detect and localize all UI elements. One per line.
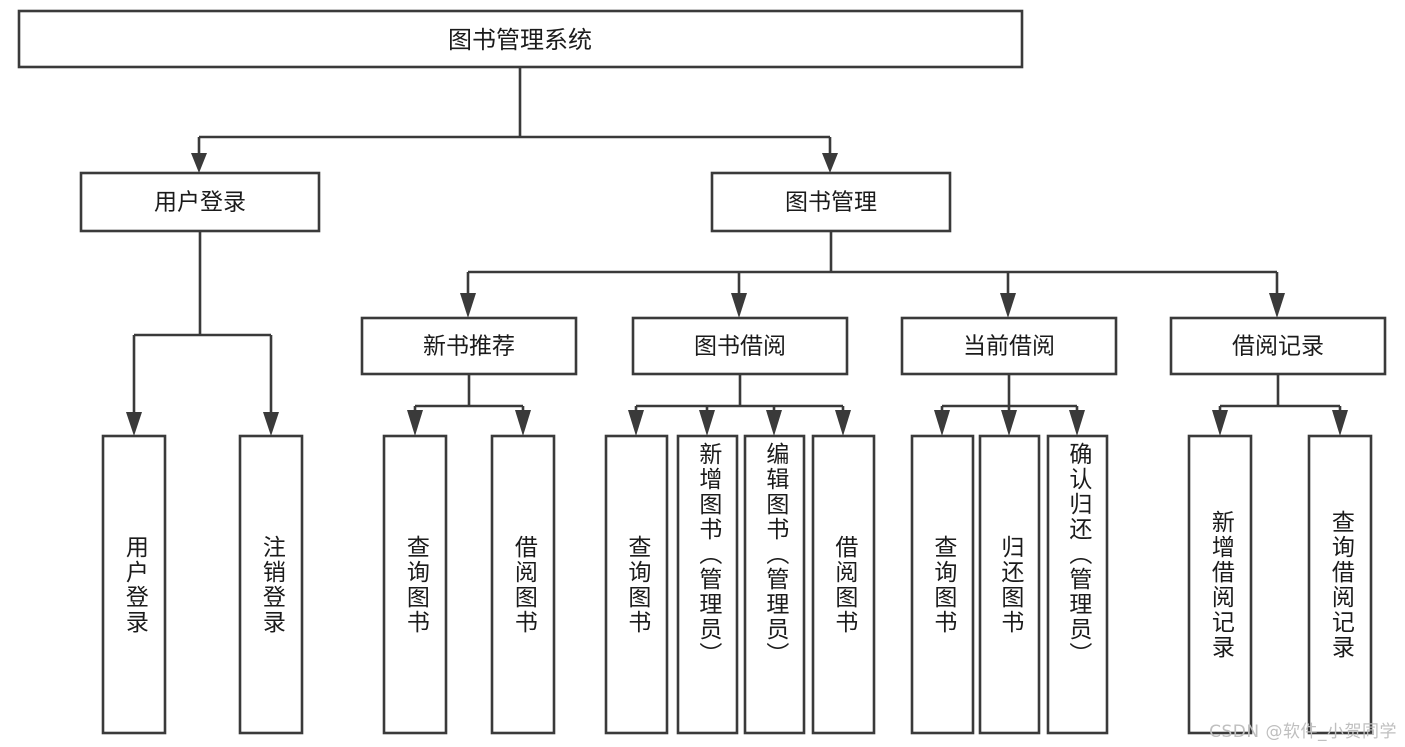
leaf-box-confirm-return-admin[interactable] (1046, 434, 1109, 735)
leaf-box-edit-book-admin[interactable] (743, 434, 806, 735)
node-borrow-records-label: 借阅记录 (1232, 334, 1324, 360)
node-user-login[interactable]: 用户登录 (79, 171, 321, 233)
node-current-borrow-box[interactable] (900, 316, 1118, 376)
leaf-box-return-book[interactable] (978, 434, 1041, 735)
node-borrow-records-box[interactable] (1169, 316, 1387, 376)
node-new-books[interactable]: 新书推荐 (360, 316, 578, 376)
leaf-box-borrow-books-new[interactable] (490, 434, 556, 735)
arrow-book-borrow-leaf-1 (628, 410, 644, 436)
node-root-label: 图书管理系统 (448, 26, 592, 54)
arrow-borrow-records-leaf-2 (1332, 410, 1348, 436)
arrow-current-borrow-leaf-2 (1001, 410, 1017, 436)
arrow-book-borrow-leaf-2 (699, 410, 715, 436)
arrow-root-to-user-login (191, 153, 207, 173)
node-current-borrow[interactable]: 当前借阅 (900, 316, 1118, 376)
arrow-borrow-records-leaf-1 (1212, 410, 1228, 436)
arrow-book-borrow-leaf-4 (835, 410, 851, 436)
node-borrow-records[interactable]: 借阅记录 (1169, 316, 1387, 376)
node-book-management-box[interactable] (710, 171, 952, 233)
csdn-watermark: CSDN @软件_小贺同学 (1209, 722, 1397, 742)
arrow-to-current-borrow (1000, 293, 1016, 318)
arrow-new-books-leaf-2 (515, 410, 531, 436)
arrow-new-books-leaf-1 (407, 410, 423, 436)
arrow-to-leaf-user-login (126, 412, 142, 436)
arrow-to-borrow-records (1269, 293, 1285, 318)
arrow-current-borrow-leaf-1 (934, 410, 950, 436)
leaf-box-query-books-borrow[interactable] (604, 434, 669, 735)
leaf-box-add-borrow-record[interactable] (1187, 434, 1253, 735)
node-book-borrow-label: 图书借阅 (694, 334, 786, 360)
node-book-management-label: 图书管理 (785, 190, 877, 216)
node-book-borrow-box[interactable] (631, 316, 849, 376)
arrow-to-book-borrow (731, 293, 747, 318)
node-root[interactable]: 图书管理系统 (17, 9, 1024, 69)
node-new-books-label: 新书推荐 (423, 334, 515, 360)
node-book-borrow[interactable]: 图书借阅 (631, 316, 849, 376)
arrow-to-new-books (460, 293, 476, 318)
node-current-borrow-label: 当前借阅 (963, 334, 1055, 360)
arrow-root-to-book-mgmt (822, 153, 838, 173)
node-book-management[interactable]: 图书管理 (710, 171, 952, 233)
node-new-books-box[interactable] (360, 316, 578, 376)
leaf-box-borrow-book[interactable] (811, 434, 876, 735)
leaf-box-query-books-new[interactable] (382, 434, 448, 735)
arrow-book-borrow-leaf-3 (766, 410, 782, 436)
node-user-login-label: 用户登录 (154, 190, 246, 216)
leaf-box-add-book-admin[interactable] (676, 434, 739, 735)
arrow-to-leaf-logout (263, 412, 279, 436)
node-root-box[interactable] (17, 9, 1024, 69)
leaf-box-user-login[interactable] (101, 434, 167, 735)
arrow-current-borrow-leaf-3 (1069, 410, 1085, 436)
leaf-box-query-books-current[interactable] (910, 434, 975, 735)
leaf-box-logout[interactable] (238, 434, 304, 735)
leaf-box-query-borrow-record[interactable] (1307, 434, 1373, 735)
